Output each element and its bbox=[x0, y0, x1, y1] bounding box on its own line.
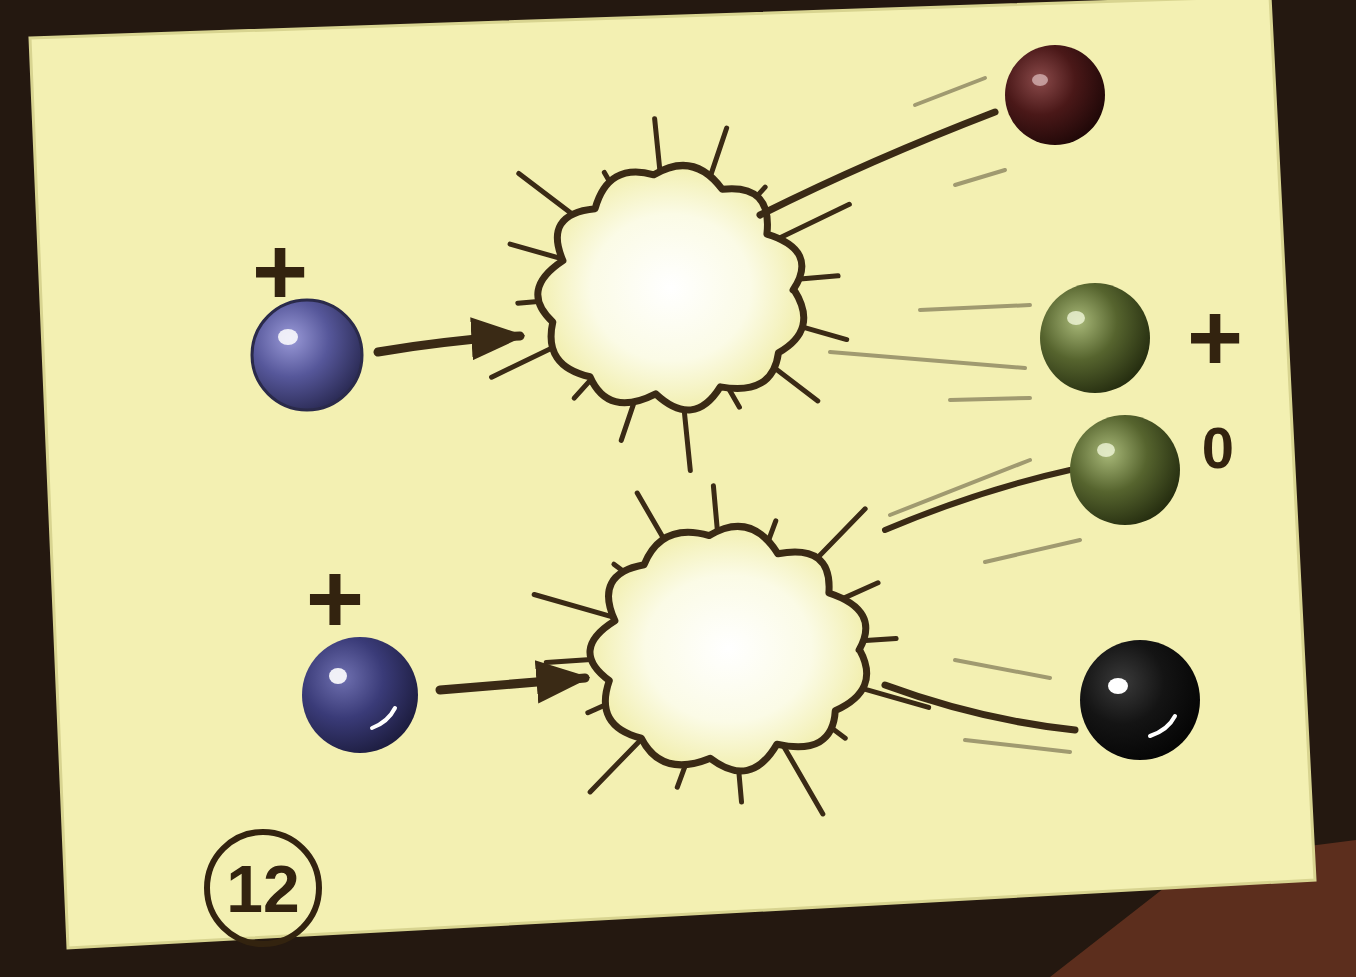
burst-ray bbox=[534, 594, 615, 617]
explosion-burst bbox=[534, 486, 928, 814]
burst-cloud bbox=[538, 165, 804, 410]
explosion-burst bbox=[492, 119, 850, 471]
callout-number: 12 bbox=[226, 856, 299, 922]
burst-ray bbox=[773, 204, 850, 241]
charge-sign: + bbox=[306, 548, 364, 648]
charge-sign: + bbox=[1187, 290, 1243, 386]
burst-cloud bbox=[590, 526, 867, 771]
charge-sign: + bbox=[252, 224, 308, 320]
charge-sign: 0 bbox=[1202, 419, 1234, 477]
burst-ray bbox=[782, 743, 823, 814]
